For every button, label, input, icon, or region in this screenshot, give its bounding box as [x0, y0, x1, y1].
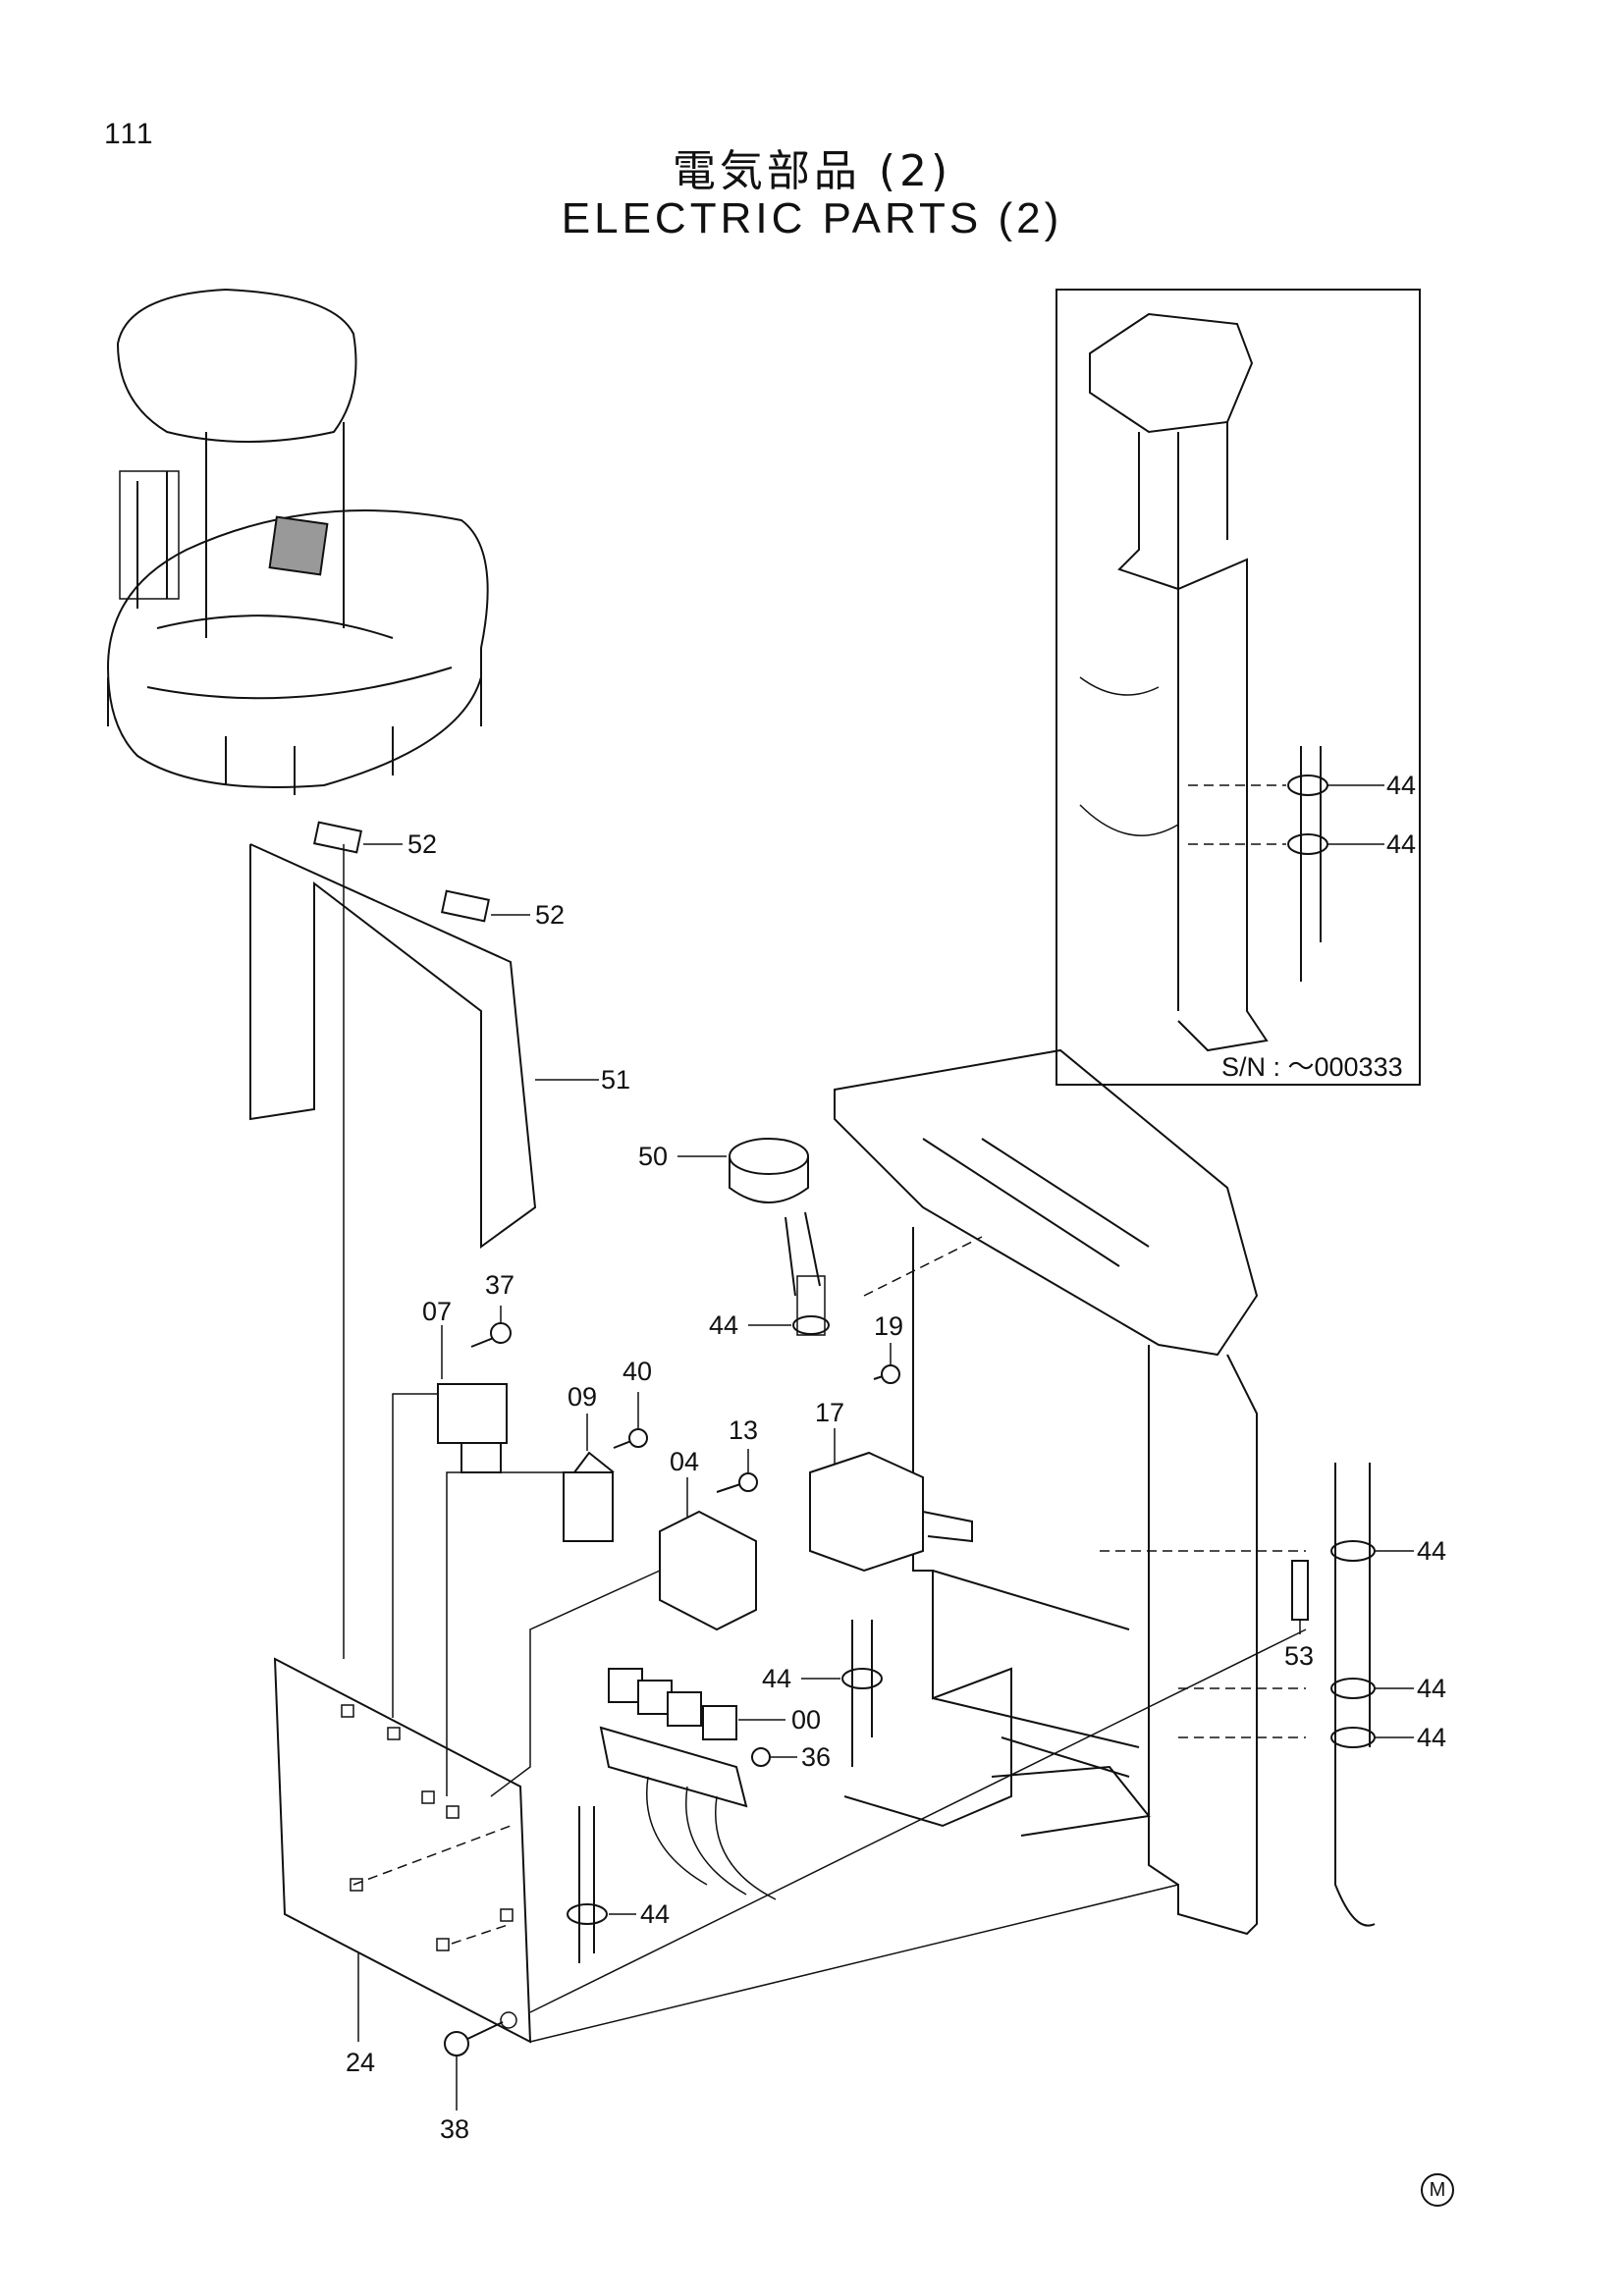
callout-19: 19	[874, 1311, 903, 1341]
title-english: ELECTRIC PARTS (2)	[561, 194, 1063, 242]
callout-44-right-b: 44	[1417, 1674, 1446, 1703]
serial-number-label: S/N : ～000333	[1221, 1052, 1403, 1082]
callout-00: 00	[791, 1705, 821, 1735]
callout-44-right-c: 44	[1417, 1723, 1446, 1752]
callout-50: 50	[638, 1142, 668, 1171]
key-switch: 50 44	[638, 1138, 830, 1340]
callout-37: 37	[485, 1270, 514, 1300]
callout-40: 40	[623, 1357, 652, 1386]
callout-04: 04	[670, 1447, 699, 1476]
callout-44-right-a: 44	[1417, 1536, 1446, 1566]
inset-panel: 44 44 S/N : ～000333	[1056, 289, 1421, 1086]
callout-07: 07	[422, 1297, 452, 1326]
callout-13: 13	[729, 1415, 758, 1445]
callout-44-lower: 44	[640, 1899, 670, 1929]
relay-block-group: 00 36 44 44	[567, 1620, 883, 1963]
title-japanese: 電気部品 (2)	[672, 146, 952, 196]
callout-36: 36	[801, 1742, 831, 1772]
callout-09: 09	[568, 1382, 597, 1412]
panel-24-group: 24 38	[273, 844, 1307, 2144]
unit-17-group: 19 17	[809, 1311, 973, 1573]
callout-44-inset-a: 44	[1386, 771, 1416, 800]
callout-44-mid: 44	[762, 1664, 791, 1693]
callout-38: 38	[440, 2114, 469, 2144]
corner-mark: M	[1421, 2173, 1454, 2207]
relay-09-group: 40 09	[563, 1357, 652, 1542]
callout-52-b: 52	[535, 900, 565, 930]
module-04-group: 13 04	[659, 1415, 758, 1631]
callout-51: 51	[601, 1065, 630, 1095]
callout-24: 24	[346, 2048, 375, 2077]
console-frame	[834, 1048, 1306, 1936]
callout-52-a: 52	[407, 829, 437, 859]
page-number: 111	[104, 118, 155, 150]
machine-overview	[106, 288, 489, 795]
relay-07-group: 37 07	[422, 1270, 514, 1473]
callout-44-switch: 44	[709, 1310, 738, 1340]
callout-17: 17	[815, 1398, 844, 1427]
cover-and-spacers: 52 52 51	[249, 821, 630, 1249]
callout-44-inset-b: 44	[1386, 829, 1416, 859]
right-hoses: 44 44 44 53	[1284, 1463, 1446, 1927]
callout-53: 53	[1284, 1641, 1314, 1671]
